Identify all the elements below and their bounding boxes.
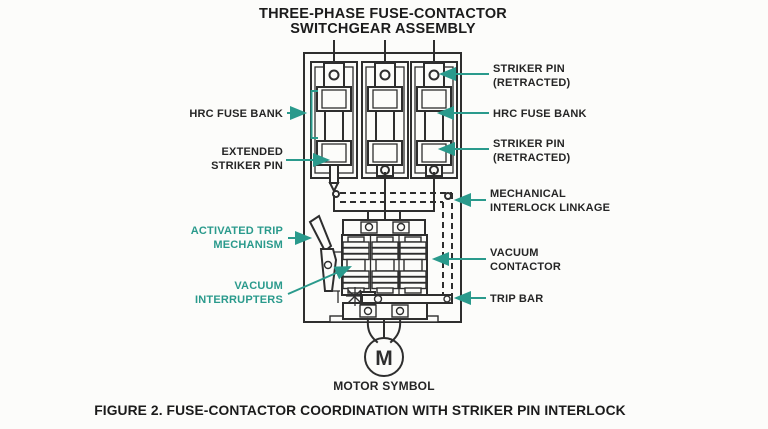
svg-text:VACUUM: VACUUM <box>490 247 539 259</box>
trip-bar <box>346 287 453 306</box>
callout-arrows <box>286 67 489 305</box>
svg-text:INTERLOCK LINKAGE: INTERLOCK LINKAGE <box>490 202 610 214</box>
svg-text:VACUUM: VACUUM <box>234 280 283 292</box>
svg-text:ACTIVATED TRIP: ACTIVATED TRIP <box>191 225 283 237</box>
extended-striker-pin-tip <box>328 182 340 194</box>
svg-text:MECHANICAL: MECHANICAL <box>490 188 566 200</box>
vacuum-interrupter-1 <box>342 236 370 294</box>
trip-lever-arm <box>319 248 338 292</box>
figure-caption: FIGURE 2. FUSE-CONTACTOR COORDINATION WI… <box>94 403 625 418</box>
top-terminal <box>364 222 374 232</box>
motor-letter: M <box>375 347 393 370</box>
trip-actuator-burst <box>346 287 364 306</box>
hrc-fuse-bank-bracket-icon <box>310 90 318 139</box>
striker-pin-top <box>379 69 391 81</box>
vacuum-contactor <box>329 219 439 323</box>
trip-bar-beam <box>361 294 453 304</box>
vacuum-interrupter-3 <box>399 236 427 294</box>
diagram-title-line1: THREE-PHASE FUSE-CONTACTOR <box>259 6 507 22</box>
fuse-module-3 <box>410 61 458 179</box>
svg-text:STRIKER PIN: STRIKER PIN <box>493 63 565 75</box>
fuse-module-1 <box>310 61 358 194</box>
label-mechanical-interlock-linkage: MECHANICAL INTERLOCK LINKAGE <box>490 188 610 214</box>
motor-symbol-label: MOTOR SYMBOL <box>333 379 435 393</box>
diagram-title-line2: SWITCHGEAR ASSEMBLY <box>290 21 476 37</box>
label-extended-striker-pin: EXTENDED STRIKER PIN <box>211 146 283 172</box>
label-trip-bar: TRIP BAR <box>490 293 543 305</box>
motor-symbol: M <box>364 317 404 377</box>
svg-text:(RETRACTED): (RETRACTED) <box>493 152 570 164</box>
bottom-terminal <box>363 306 373 316</box>
fuse-module-2 <box>361 61 409 179</box>
label-vacuum-contactor: VACUUM CONTACTOR <box>490 247 561 273</box>
label-hrc-fuse-bank-right: HRC FUSE BANK <box>493 108 587 120</box>
linkage-pivot-right <box>444 192 452 200</box>
phase-wiring <box>333 172 435 237</box>
label-striker-pin-retracted-bottom: STRIKER PIN (RETRACTED) <box>493 138 570 164</box>
lever-pivot <box>323 260 333 270</box>
label-hrc-fuse-bank-left: HRC FUSE BANK <box>189 108 283 120</box>
svg-text:EXTENDED: EXTENDED <box>222 146 284 158</box>
top-terminal <box>396 222 406 232</box>
label-activated-trip-mechanism: ACTIVATED TRIP MECHANISM <box>191 225 283 251</box>
striker-pin-top <box>428 69 440 81</box>
arrow-vacuum-interrupters-icon <box>287 266 353 295</box>
activated-trip-mechanism <box>308 214 342 303</box>
svg-text:STRIKER PIN: STRIKER PIN <box>211 160 283 172</box>
svg-text:CONTACTOR: CONTACTOR <box>490 261 561 273</box>
label-vacuum-interrupters: VACUUM INTERRUPTERS <box>195 280 283 306</box>
svg-text:(RETRACTED): (RETRACTED) <box>493 77 570 89</box>
bottom-terminal <box>395 306 405 316</box>
striker-pin-top <box>328 69 340 81</box>
fuse-body <box>324 110 344 142</box>
label-striker-pin-retracted-top: STRIKER PIN (RETRACTED) <box>493 63 570 89</box>
svg-text:INTERRUPTERS: INTERRUPTERS <box>195 294 283 306</box>
trip-lever-handle <box>308 214 333 253</box>
fuse-body <box>424 110 444 142</box>
vacuum-interrupter-2 <box>371 236 399 294</box>
svg-text:STRIKER PIN: STRIKER PIN <box>493 138 565 150</box>
extended-striker-pin-rod <box>329 164 339 184</box>
svg-text:MECHANISM: MECHANISM <box>213 239 283 251</box>
motor-circle-icon <box>364 337 404 377</box>
fuse-body <box>375 110 395 142</box>
contactor-top-plate <box>342 219 426 236</box>
